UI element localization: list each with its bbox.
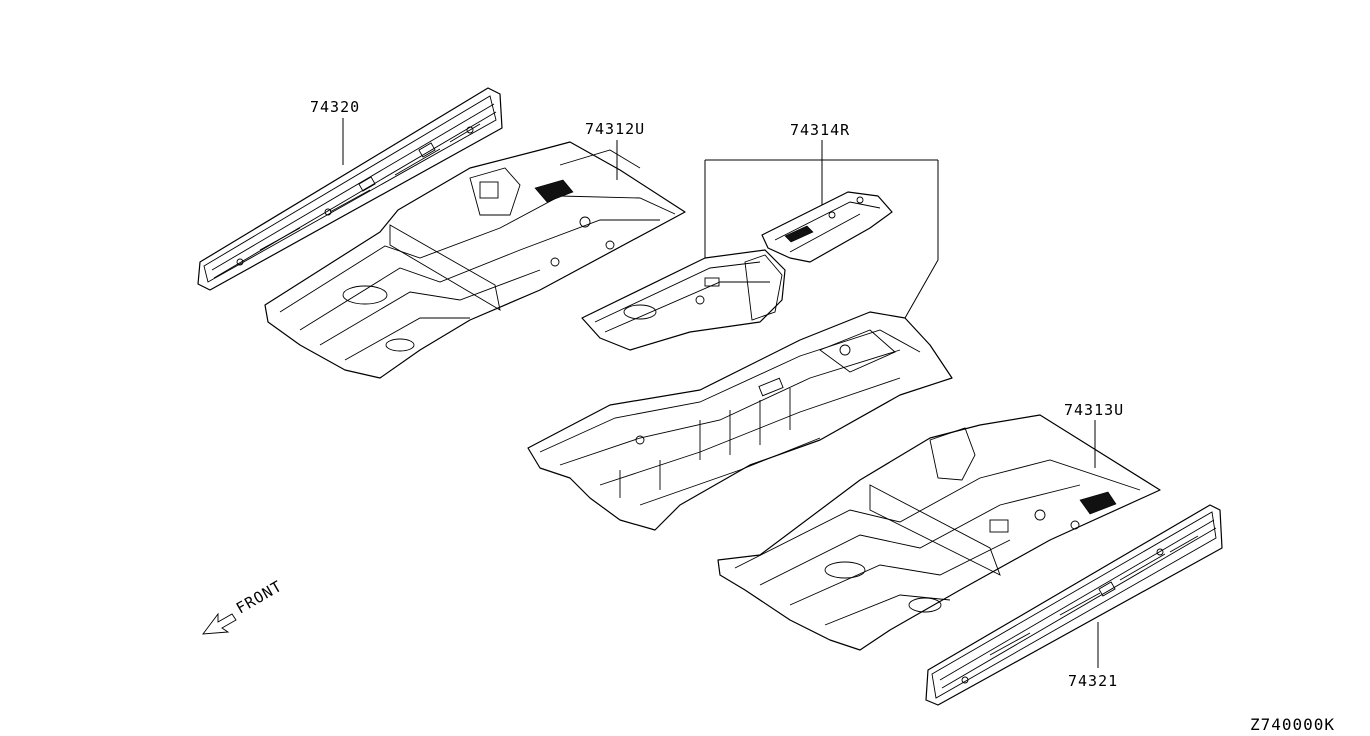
label-74321[interactable]: 74321 xyxy=(1068,672,1118,690)
front-floor-right[interactable] xyxy=(717,414,1161,651)
label-74320[interactable]: 74320 xyxy=(310,98,360,116)
label-74313U[interactable]: 74313U xyxy=(1064,401,1124,419)
label-74314R[interactable]: 74314R xyxy=(790,121,850,139)
front-direction-indicator: FRONT xyxy=(202,577,285,635)
diagram-code: Z740000K xyxy=(1250,715,1335,734)
front-arrow-icon xyxy=(202,612,237,635)
label-74312U[interactable]: 74312U xyxy=(585,120,645,138)
front-label: FRONT xyxy=(233,577,285,618)
leader-74314R xyxy=(704,140,939,319)
floor-reinforcement-lower[interactable] xyxy=(581,249,786,351)
side-member-left[interactable] xyxy=(197,87,503,291)
side-member-right[interactable] xyxy=(925,504,1223,706)
center-floor-tunnel[interactable] xyxy=(527,311,953,531)
front-floor-left[interactable] xyxy=(264,141,686,379)
floor-reinforcement-upper[interactable] xyxy=(761,191,893,263)
